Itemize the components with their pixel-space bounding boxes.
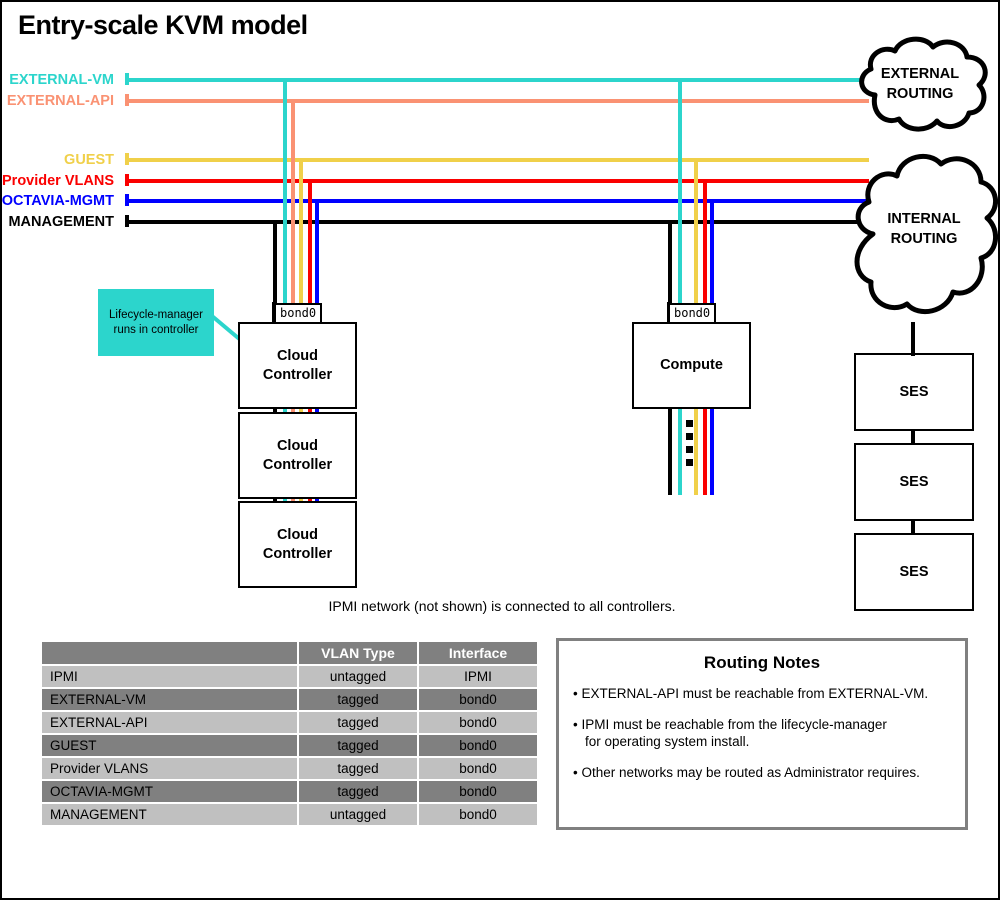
node-ses-2[interactable]: SES: [854, 443, 974, 521]
vlan-table: VLAN Type Interface IPMI untagged IPMI E…: [40, 640, 539, 827]
node-ses-1[interactable]: SES: [854, 353, 974, 431]
table-row: EXTERNAL-API tagged bond0: [42, 712, 537, 733]
drop-external-vm-compute: [678, 78, 682, 495]
node-label-ses: SES: [899, 383, 929, 400]
cell-vlan-type: untagged: [299, 804, 417, 825]
node-label-line2: Controller: [262, 366, 333, 383]
ipmi-caption: IPMI network (not shown) is connected to…: [328, 598, 676, 614]
cell-network-name: OCTAVIA-MGMT: [42, 781, 297, 802]
connector-ses1-ses2: [911, 429, 915, 445]
node-label-compute: Compute: [660, 357, 723, 374]
network-label-management: MANAGEMENT: [8, 214, 114, 230]
bond0-label-compute: bond0: [668, 303, 717, 324]
node-ses-3[interactable]: SES: [854, 533, 974, 611]
cloud-internal-routing: INTERNAL ROUTING: [845, 142, 998, 328]
routing-note-item: Other networks may be routed as Administ…: [573, 764, 951, 782]
cell-interface: bond0: [419, 689, 537, 710]
bus-cap-management: [125, 215, 129, 227]
drop-management-controller: [273, 220, 277, 313]
bus-line-management: [129, 220, 871, 224]
cell-vlan-type: tagged: [299, 781, 417, 802]
routing-notes-list: EXTERNAL-API must be reachable from EXTE…: [573, 685, 951, 781]
drop-guest-controller: [299, 158, 303, 322]
connector-ses2-ses3: [911, 519, 915, 535]
cell-interface: bond0: [419, 735, 537, 756]
cell-interface: bond0: [419, 781, 537, 802]
routing-note-item: EXTERNAL-API must be reachable from EXTE…: [573, 685, 951, 703]
cell-interface: bond0: [419, 712, 537, 733]
node-label-ses: SES: [899, 473, 929, 490]
cell-vlan-type: tagged: [299, 735, 417, 756]
node-label-line2: Controller: [262, 545, 333, 562]
drop-octavia-mgmt-controller: [315, 199, 319, 322]
table-row: EXTERNAL-VM tagged bond0: [42, 689, 537, 710]
node-compute[interactable]: Compute: [632, 322, 751, 409]
bus-cap-external-vm: [125, 73, 129, 85]
bus-line-external-api: [129, 99, 869, 103]
drop-provider-vlans-controller: [308, 179, 312, 322]
lifecycle-manager-callout: Lifecycle-manager runs in controller: [98, 289, 214, 356]
bus-line-octavia-mgmt: [129, 199, 869, 203]
drop-external-api-controller: [291, 99, 295, 322]
cloud-external-routing: EXTERNAL ROUTING: [845, 33, 995, 137]
cell-interface: bond0: [419, 804, 537, 825]
routing-note-item: IPMI must be reachable from the lifecycl…: [573, 716, 951, 751]
network-label-external-api: EXTERNAL-API: [6, 93, 114, 109]
drop-management-compute-lower: [668, 407, 672, 495]
node-label-line1: Cloud: [276, 527, 319, 544]
cell-vlan-type: tagged: [299, 758, 417, 779]
network-label-external-vm: EXTERNAL-VM: [9, 72, 114, 88]
table-row: OCTAVIA-MGMT tagged bond0: [42, 781, 537, 802]
cell-network-name: EXTERNAL-VM: [42, 689, 297, 710]
node-cloud-controller-2[interactable]: Cloud Controller: [238, 412, 357, 499]
bus-cap-external-api: [125, 94, 129, 106]
cell-vlan-type: tagged: [299, 712, 417, 733]
cell-network-name: EXTERNAL-API: [42, 712, 297, 733]
routing-notes-title: Routing Notes: [703, 653, 821, 672]
node-cloud-controller-1[interactable]: Cloud Controller: [238, 322, 357, 409]
lifecycle-callout-line2: runs in controller: [113, 323, 199, 336]
more-compute-nodes-indicator: [686, 420, 693, 472]
node-label-ses: SES: [899, 563, 929, 580]
cell-network-name: Provider VLANS: [42, 758, 297, 779]
node-label-line1: Cloud: [276, 438, 319, 455]
cell-vlan-type: tagged: [299, 689, 417, 710]
network-label-octavia-mgmt: OCTAVIA-MGMT: [1, 193, 114, 209]
drop-external-vm-controller: [283, 78, 287, 322]
table-header-network: [42, 642, 297, 664]
table-header-vlan-type: VLAN Type: [299, 642, 417, 664]
table-row: MANAGEMENT untagged bond0: [42, 804, 537, 825]
node-label-line2: Controller: [262, 456, 333, 473]
node-label-line1: Cloud: [276, 348, 319, 365]
table-row: Provider VLANS tagged bond0: [42, 758, 537, 779]
cell-network-name: MANAGEMENT: [42, 804, 297, 825]
page-title: Entry-scale KVM model: [18, 10, 308, 40]
table-row: IPMI untagged IPMI: [42, 666, 537, 687]
cell-network-name: GUEST: [42, 735, 297, 756]
cell-network-name: IPMI: [42, 666, 297, 687]
node-cloud-controller-3[interactable]: Cloud Controller: [238, 501, 357, 588]
cell-interface: bond0: [419, 758, 537, 779]
connector-internal-to-ses: [911, 322, 915, 356]
table-header-row: VLAN Type Interface: [42, 642, 537, 664]
bond0-label-controller: bond0: [274, 303, 323, 324]
bus-cap-provider-vlans: [125, 174, 129, 186]
bus-line-provider-vlans: [129, 179, 869, 183]
table-header-interface: Interface: [419, 642, 537, 664]
network-label-guest: GUEST: [64, 152, 114, 168]
bus-cap-guest: [125, 153, 129, 165]
lifecycle-callout-line1: Lifecycle-manager: [109, 308, 203, 321]
cell-interface: IPMI: [419, 666, 537, 687]
bus-cap-octavia-mgmt: [125, 194, 129, 206]
cell-vlan-type: untagged: [299, 666, 417, 687]
routing-notes-panel: Routing Notes EXTERNAL-API must be reach…: [556, 638, 968, 830]
network-label-provider-vlans: Provider VLANS: [2, 173, 114, 189]
drop-management-compute: [668, 220, 672, 313]
bus-line-guest: [129, 158, 869, 162]
table-row: GUEST tagged bond0: [42, 735, 537, 756]
bus-line-external-vm: [129, 78, 869, 82]
